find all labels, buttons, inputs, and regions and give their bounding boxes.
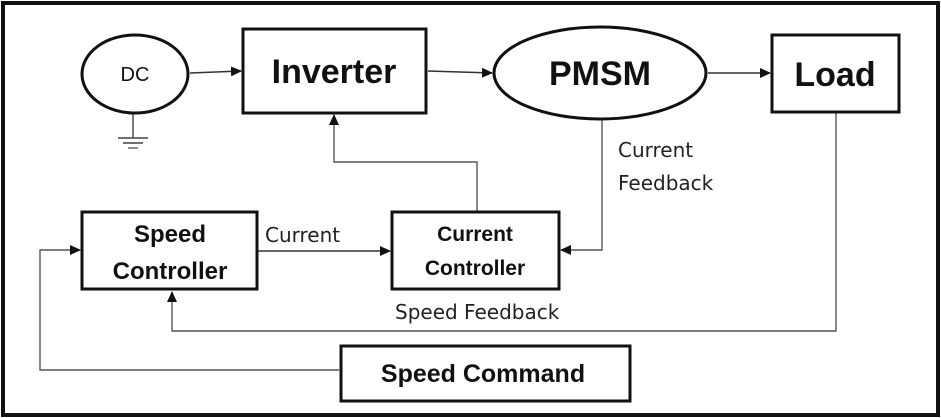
speed-controller-block: Speed Controller [80, 210, 259, 291]
speed-controller-label-line1: Speed [134, 221, 206, 248]
arrow-current-feedback [560, 120, 603, 255]
speed-command-block: Speed Command [339, 344, 632, 403]
speed-command-label: Speed Command [381, 360, 585, 388]
pmsm-label: PMSM [549, 55, 651, 93]
dc-source-block: DC [80, 33, 190, 115]
current-feedback-label-line2: Feedback [618, 171, 714, 195]
current-reference-label: Current [265, 223, 340, 247]
current-feedback-label-line1: Current [618, 138, 693, 162]
speed-controller-label-line2: Controller [113, 258, 228, 285]
load-block: Load [770, 33, 901, 114]
current-controller-label-line1: Current [437, 223, 513, 246]
speed-feedback-label: Speed Feedback [395, 300, 560, 324]
current-controller-block: Current Controller [390, 210, 561, 291]
pmsm-block: PMSM [492, 25, 708, 121]
inverter-label: Inverter [272, 53, 397, 91]
arrow-dc-to-inverter [189, 66, 242, 77]
arrow-inverter-to-pmsm [427, 67, 493, 78]
inverter-block: Inverter [241, 27, 428, 115]
arrow-speed-feedback [167, 113, 837, 332]
arrow-speed-command [39, 245, 339, 371]
dc-source-label: DC [121, 64, 150, 86]
load-label: Load [794, 56, 875, 94]
current-controller-label-line2: Controller [425, 257, 525, 280]
ground-icon [118, 112, 148, 149]
arrow-current-controller-to-inverter [329, 114, 478, 212]
